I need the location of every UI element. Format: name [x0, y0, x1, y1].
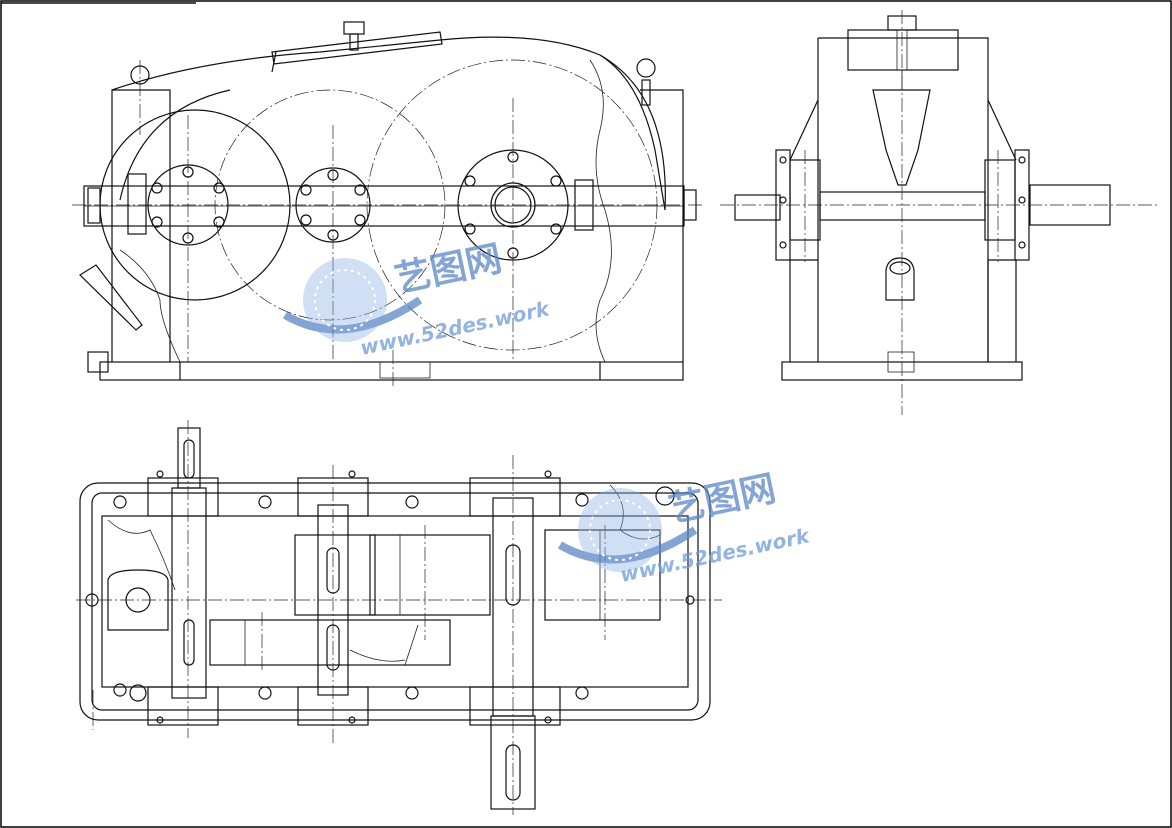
watermark-brand: 艺图网	[391, 238, 505, 301]
watermark-globe-icon	[282, 258, 423, 342]
watermark-bottom: 艺图网 www.52des.work	[557, 468, 813, 587]
watermark-brand: 艺图网	[665, 468, 779, 531]
watermark-globe-icon	[557, 488, 698, 572]
top-view	[76, 420, 722, 815]
side-view	[720, 10, 1160, 415]
watermark-url: www.52des.work	[358, 296, 553, 360]
front-view	[72, 21, 704, 388]
